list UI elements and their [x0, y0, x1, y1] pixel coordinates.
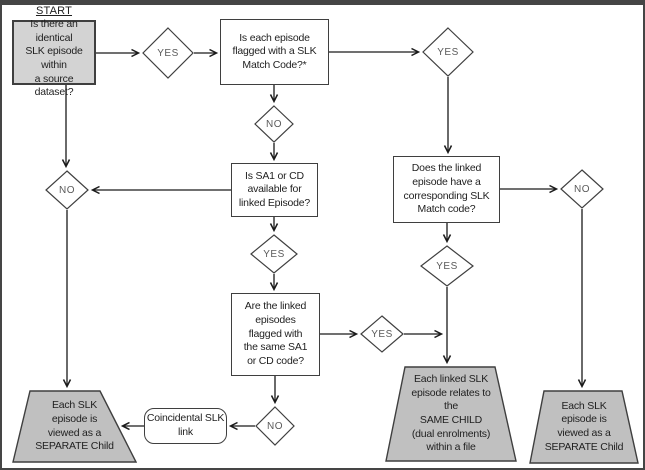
decision-no-1: NO — [254, 105, 294, 143]
decision-label: NO — [267, 420, 283, 432]
decision-yes-5: YES — [360, 315, 404, 353]
diamond-shape — [142, 27, 194, 79]
diamond-shape — [422, 27, 474, 77]
decision-no-2: NO — [255, 406, 295, 446]
same-child-text: Each linked SLK episode relates to the S… — [411, 373, 491, 454]
node-start: START Is there an identical SLK episode … — [12, 5, 96, 98]
decision-label: YES — [371, 328, 393, 340]
coincidental-link-text: Coincidental SLK link — [146, 412, 225, 438]
decision-label: NO — [59, 184, 75, 196]
decision-yes-2: YES — [422, 27, 474, 77]
trapezoid-shape — [529, 390, 639, 464]
trapezoid-shape — [12, 390, 137, 463]
node-same-child: Each linked SLK episode relates to the S… — [385, 366, 517, 462]
node-sa1-available: Is SA1 or CD available for linked Episod… — [231, 163, 318, 217]
node-coincidental-link: Coincidental SLK link — [144, 408, 227, 444]
start-text: Is there an identical SLK episode within… — [25, 18, 83, 99]
decision-label: YES — [157, 47, 179, 59]
separate-child-right-text: Each SLK episode is viewed as a SEPARATE… — [544, 399, 624, 453]
node-episode-flagged: Is each episode flagged with a SLK Match… — [220, 19, 329, 85]
decision-label: YES — [437, 46, 459, 58]
diamond-shape — [560, 169, 604, 209]
trapezoid-shape — [385, 366, 517, 462]
decision-yes-3: YES — [250, 234, 298, 274]
sa1-available-text: Is SA1 or CD available for linked Episod… — [238, 169, 311, 209]
decision-label: NO — [574, 183, 590, 195]
diamond-shape — [250, 234, 298, 274]
decision-no-right: NO — [560, 169, 604, 209]
node-separate-child-left: Each SLK episode is viewed as a SEPARATE… — [12, 390, 137, 463]
linked-episode-text: Does the linked episode have a correspon… — [403, 162, 490, 216]
node-flagged-same: Are the linked episodes flagged with the… — [231, 293, 320, 376]
decision-yes-1: YES — [142, 27, 194, 79]
diamond-shape — [360, 315, 404, 353]
diamond-shape — [255, 406, 295, 446]
flagged-same-text: Are the linked episodes flagged with the… — [243, 300, 308, 367]
diamond-shape — [420, 245, 474, 287]
decision-label: YES — [436, 260, 458, 272]
diamond-shape — [254, 105, 294, 143]
separate-child-left-text: Each SLK episode is viewed as a SEPARATE… — [35, 399, 114, 453]
node-separate-child-right: Each SLK episode is viewed as a SEPARATE… — [529, 390, 639, 464]
decision-label: NO — [266, 118, 282, 130]
node-linked-episode: Does the linked episode have a correspon… — [393, 156, 500, 223]
episode-flagged-text: Is each episode flagged with a SLK Match… — [232, 31, 317, 71]
start-title: START — [35, 5, 73, 18]
decision-yes-4: YES — [420, 245, 474, 287]
decision-label: YES — [263, 248, 285, 260]
diamond-shape — [45, 170, 89, 210]
decision-no-left: NO — [45, 170, 89, 210]
